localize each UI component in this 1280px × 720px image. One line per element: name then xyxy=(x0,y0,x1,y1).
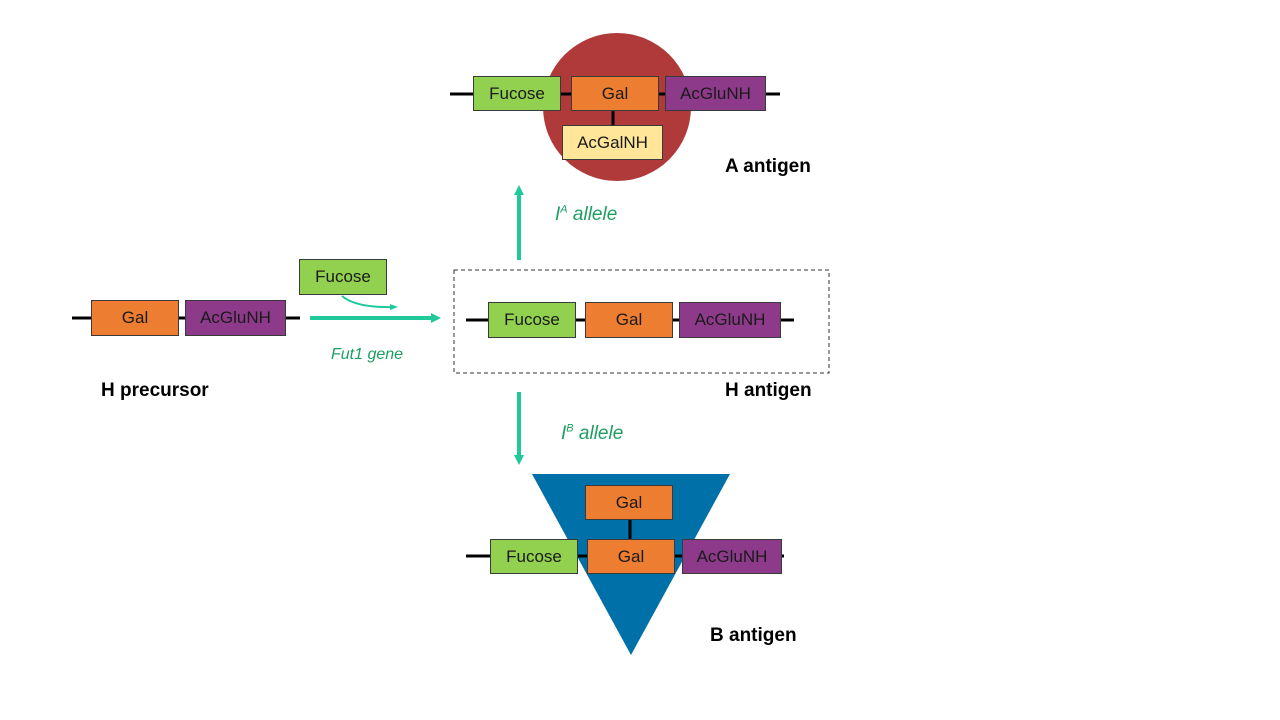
a-allele-word: allele xyxy=(572,204,618,225)
b-antigen-fucose-box: Fucose xyxy=(490,539,578,574)
precursor-label: H precursor xyxy=(101,380,209,401)
b-allele-word: allele xyxy=(578,423,624,444)
h-antigen-frame xyxy=(453,269,830,374)
precursor-acglunh-box: AcGluNH xyxy=(185,300,286,336)
b-allele-superscript: B xyxy=(566,422,574,435)
a-allele-label: IA allele xyxy=(555,204,617,226)
a-allele-superscript: A xyxy=(560,203,568,216)
b-antigen-gal-box: Gal xyxy=(587,539,675,574)
h-antigen-gal-box: Gal xyxy=(585,302,673,338)
b-allele-label: IB allele xyxy=(561,423,623,445)
precursor-gal-box: Gal xyxy=(91,300,179,336)
a-antigen-acgalnh-box: AcGalNH xyxy=(562,125,663,160)
a-antigen-label: A antigen xyxy=(725,156,811,177)
b-antigen-acglunh-box: AcGluNH xyxy=(682,539,782,574)
a-antigen-gal-box: Gal xyxy=(571,76,659,111)
b-antigen-gal-top-box: Gal xyxy=(585,485,673,520)
conversion-fucose-box: Fucose xyxy=(299,259,387,295)
fucose-addition-curve-arrow xyxy=(341,295,398,311)
h-antigen-fucose-box: Fucose xyxy=(488,302,576,338)
a-antigen-acglunh-box: AcGluNH xyxy=(665,76,766,111)
h-antigen-acglunh-box: AcGluNH xyxy=(679,302,781,338)
fut1-gene-label: Fut1 gene xyxy=(331,346,404,363)
h-antigen-label: H antigen xyxy=(725,380,812,401)
a-allele-base: I xyxy=(555,204,561,225)
b-allele-base: I xyxy=(561,423,567,444)
b-antigen-label: B antigen xyxy=(710,625,797,646)
a-antigen-fucose-box: Fucose xyxy=(473,76,561,111)
